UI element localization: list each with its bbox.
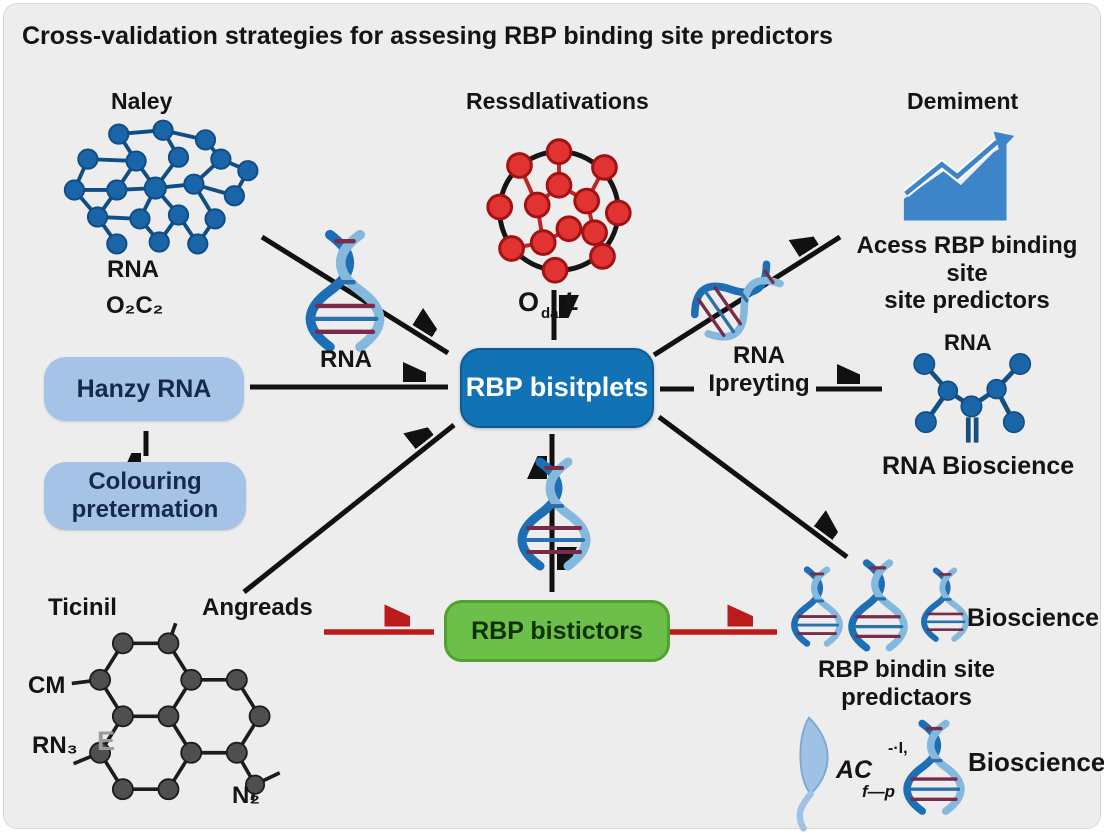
rbp-bisitplets-box: RBP bisitplets bbox=[460, 348, 654, 428]
label-rn3: RN₃ bbox=[32, 732, 78, 759]
label-o-sub: da bbox=[541, 305, 559, 322]
rna-molecule-icon bbox=[897, 342, 1049, 452]
section-label-ressdlativations: Ressdlativations bbox=[466, 88, 649, 114]
label-angreads: Angreads bbox=[202, 594, 313, 621]
label-rbp-bindin: RBP bindin site predictaors bbox=[809, 656, 1004, 711]
label-acess-line1: Acess RBP binding site bbox=[856, 232, 1078, 287]
label-bioscience-top: Bioscience bbox=[967, 604, 1100, 632]
dna-helix-icon-cluster-2 bbox=[847, 544, 909, 670]
label-ipreyting-line1: RNA bbox=[733, 342, 785, 369]
label-cm: CM bbox=[28, 672, 66, 699]
rbp-bistictors-label: RBP bistictors bbox=[471, 616, 643, 645]
dna-helix-icon-bottom bbox=[902, 708, 966, 830]
dna-helix-icon-acess bbox=[677, 245, 796, 355]
label-e-glyph: E bbox=[97, 726, 116, 756]
label-rna-bioscience: RNA Bioscience bbox=[882, 452, 1075, 480]
label-ac-bottom: f—p bbox=[862, 782, 896, 801]
label-o2c2: O₂C₂ bbox=[106, 292, 164, 319]
label-helix-rna: RNA bbox=[320, 346, 372, 373]
label-o-tail: L bbox=[564, 288, 580, 316]
colouring-box-line1: Colouring bbox=[88, 468, 202, 496]
hanzy-rna-box: Hanzy RNA bbox=[44, 357, 244, 421]
network-graph-icon bbox=[59, 116, 271, 262]
arrow-angreads-to-rbp bbox=[242, 425, 456, 594]
rbp-bistictors-box: RBP bistictors bbox=[444, 600, 670, 662]
page-title: Cross-validation strategies for assesing… bbox=[22, 22, 833, 50]
label-ac-top: -·I, bbox=[888, 740, 908, 757]
trend-chart-icon bbox=[897, 114, 1035, 232]
colouring-box-line2: pretermation bbox=[71, 496, 219, 523]
rna-ribbon-icon bbox=[780, 714, 838, 832]
label-ipreyting-line2: Ipreyting bbox=[708, 369, 810, 397]
section-label-naley: Naley bbox=[111, 88, 173, 114]
colouring-pretermation-box: Colouring pretermation bbox=[44, 462, 246, 530]
label-molecule-rna: RNA bbox=[944, 330, 992, 355]
label-rbp-bindin-line2: predictaors bbox=[841, 683, 972, 711]
dna-helix-icon-cluster-1 bbox=[790, 549, 844, 667]
dna-helix-icon-center bbox=[516, 440, 592, 592]
label-ticinil: Ticinil bbox=[48, 594, 117, 621]
circular-network-icon bbox=[476, 122, 644, 290]
label-n2: N₂ bbox=[232, 782, 260, 809]
label-o-main: O bbox=[518, 287, 540, 317]
label-rbp-bindin-line1: RBP bindin site bbox=[818, 656, 995, 683]
label-bioscience-bottom: Bioscience bbox=[968, 747, 1104, 777]
hanzy-rna-box-label: Hanzy RNA bbox=[76, 374, 212, 403]
label-acess: Acess RBP binding site site predictors bbox=[836, 232, 1098, 315]
label-rna-left: RNA bbox=[107, 256, 159, 283]
rbp-bisitplets-label: RBP bisitplets bbox=[465, 372, 649, 403]
dna-helix-icon-cluster-3 bbox=[920, 552, 970, 660]
label-acess-line2: site predictors bbox=[884, 287, 1050, 315]
section-label-demiment: Demiment bbox=[907, 88, 1019, 114]
diagram-canvas: Hanzy RNA Colouring pretermation RBP bis… bbox=[3, 3, 1104, 832]
dna-helix-icon-left bbox=[304, 230, 386, 356]
label-ac-main: AC bbox=[836, 756, 873, 784]
arrow-rbp-to-helices bbox=[657, 414, 849, 560]
label-ipreyting: RNA Ipreyting bbox=[694, 342, 824, 397]
